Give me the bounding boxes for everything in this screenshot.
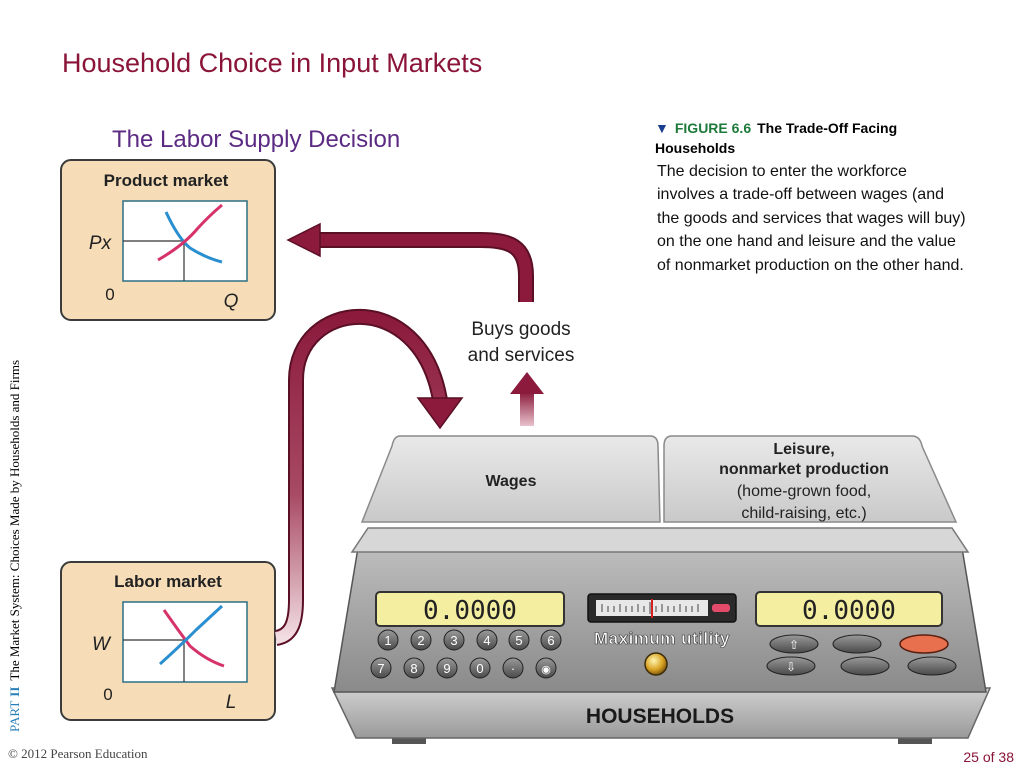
wages-arrow-head xyxy=(416,397,464,430)
down-arrow-icon: ⇩ xyxy=(786,660,796,674)
leisure-pan-line4: child-raising, etc.) xyxy=(741,505,866,522)
key-7-label: 7 xyxy=(377,661,384,676)
key-decimal-label: · xyxy=(511,661,515,676)
leisure-pan-line2: nonmarket production xyxy=(719,461,889,478)
key-4-label: 4 xyxy=(483,633,490,648)
key-2-label: 2 xyxy=(417,633,424,648)
key-8-label: 8 xyxy=(410,661,417,676)
right-display xyxy=(755,591,943,627)
key-7[interactable]: 7 xyxy=(370,657,392,679)
maximum-utility-label: Maximum utility xyxy=(594,629,730,648)
key-4[interactable]: 4 xyxy=(476,629,498,651)
balance-indicator-light xyxy=(712,604,730,612)
right-display-value: 0.0000 xyxy=(802,596,896,626)
key-0-label: 0 xyxy=(476,661,483,676)
household-scale: Wages Leisure, nonmarket production (hom… xyxy=(330,435,992,744)
orange-button[interactable] xyxy=(899,634,949,654)
left-display-value: 0.0000 xyxy=(423,596,517,626)
key-enter-label: ◉ xyxy=(541,664,551,676)
down-arrow-button[interactable]: ⇩ xyxy=(766,656,816,676)
scale-platform xyxy=(350,527,970,553)
key-enter[interactable]: ◉ xyxy=(535,657,557,679)
up-arrow-icon: ⇧ xyxy=(789,638,799,652)
product-market-origin: 0 xyxy=(105,285,114,304)
keypad: 1 2 3 4 5 6 7 8 9 0 · ◉ xyxy=(370,629,562,679)
left-display xyxy=(375,591,565,627)
key-1-label: 1 xyxy=(384,633,391,648)
leisure-pan-line3: (home-grown food, xyxy=(737,483,871,500)
product-supply-curve xyxy=(157,203,223,262)
key-6-label: 6 xyxy=(547,633,554,648)
key-decimal[interactable]: · xyxy=(502,657,524,679)
key-2[interactable]: 2 xyxy=(410,629,432,651)
small-up-arrow xyxy=(510,372,544,426)
gold-knob[interactable] xyxy=(644,652,668,676)
labor-market-x-label: L xyxy=(226,692,237,713)
labor-market-origin: 0 xyxy=(103,685,112,704)
key-1[interactable]: 1 xyxy=(377,629,399,651)
product-arrow-head xyxy=(286,222,321,258)
wages-arrow-body xyxy=(274,310,446,644)
buys-goods-label-line1: Buys goods xyxy=(471,319,570,340)
figure-number: FIGURE 6.6 xyxy=(674,120,752,136)
key-9-label: 9 xyxy=(443,661,450,676)
labor-market-panel: Labor market W 0 L xyxy=(60,561,276,721)
key-0[interactable]: 0 xyxy=(469,657,491,679)
slide-title: Household Choice in Input Markets xyxy=(62,48,483,78)
labor-supply-curve xyxy=(158,604,224,666)
up-arrow-button[interactable]: ⇧ xyxy=(769,634,819,654)
product-market-y-label: Px xyxy=(89,233,113,254)
key-8[interactable]: 8 xyxy=(403,657,425,679)
labor-demand-curve xyxy=(162,609,225,668)
product-arrow-outline xyxy=(318,232,534,302)
wages-pan-label: Wages xyxy=(486,473,537,490)
page-number: 25 of 38 xyxy=(963,749,1014,765)
product-flow-arrow xyxy=(286,222,534,302)
figure-title: The Trade-Off Facing Households xyxy=(655,120,898,156)
key-6[interactable]: 6 xyxy=(540,629,562,651)
wages-pan xyxy=(360,435,661,523)
gray-button-1[interactable] xyxy=(832,634,882,654)
product-market-title: Product market xyxy=(104,171,229,190)
small-arrow-head xyxy=(510,372,544,394)
households-label: HOUSEHOLDS xyxy=(586,705,734,728)
key-5[interactable]: 5 xyxy=(508,629,530,651)
key-5-label: 5 xyxy=(515,633,522,648)
copyright-footer: © 2012 Pearson Education xyxy=(8,746,148,761)
balance-meter-ticks xyxy=(601,602,699,614)
product-arrow-body xyxy=(318,234,532,302)
product-demand-curve xyxy=(164,211,223,264)
labor-market-y-label: W xyxy=(92,634,112,655)
slide-subtitle: The Labor Supply Decision xyxy=(112,126,401,153)
leisure-pan xyxy=(663,435,958,523)
figure-caption: The decision to enter the workforce invo… xyxy=(657,163,966,274)
gray-button-3[interactable] xyxy=(907,656,957,676)
buys-goods-label-line2: and services xyxy=(468,345,575,366)
key-3[interactable]: 3 xyxy=(443,629,465,651)
key-9[interactable]: 9 xyxy=(436,657,458,679)
leisure-pan-line1: Leisure, xyxy=(773,441,834,458)
gray-button-2[interactable] xyxy=(840,656,890,676)
product-market-x-label: Q xyxy=(224,291,239,312)
product-market-panel: Product market Px 0 Q xyxy=(60,159,276,321)
triangle-icon: ▼ xyxy=(655,120,669,136)
labor-market-title: Labor market xyxy=(114,572,222,591)
small-arrow-shaft xyxy=(520,392,534,426)
wages-flow-arrow xyxy=(274,308,464,646)
key-3-label: 3 xyxy=(450,633,457,648)
